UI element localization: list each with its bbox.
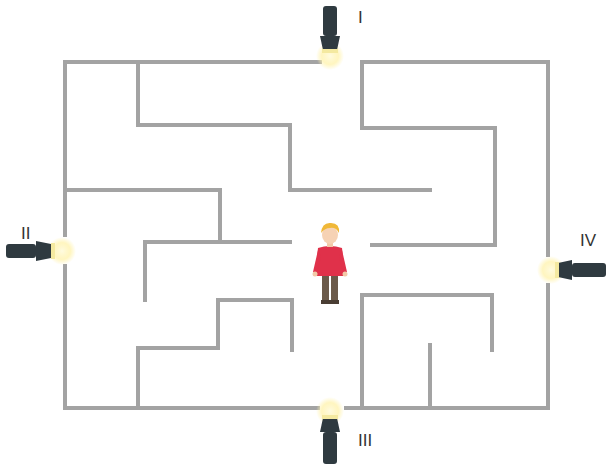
flashlight bbox=[316, 397, 344, 464]
flashlight-label: III bbox=[358, 432, 372, 449]
flashlight bbox=[537, 256, 606, 284]
flashlight-label: I bbox=[358, 9, 363, 26]
flashlight-label: IV bbox=[580, 232, 596, 249]
maze-walls bbox=[65, 62, 548, 408]
flashlight bbox=[6, 237, 76, 265]
boy-figure bbox=[313, 223, 348, 304]
flashlight bbox=[316, 6, 344, 70]
flashlight-label: II bbox=[21, 225, 30, 242]
